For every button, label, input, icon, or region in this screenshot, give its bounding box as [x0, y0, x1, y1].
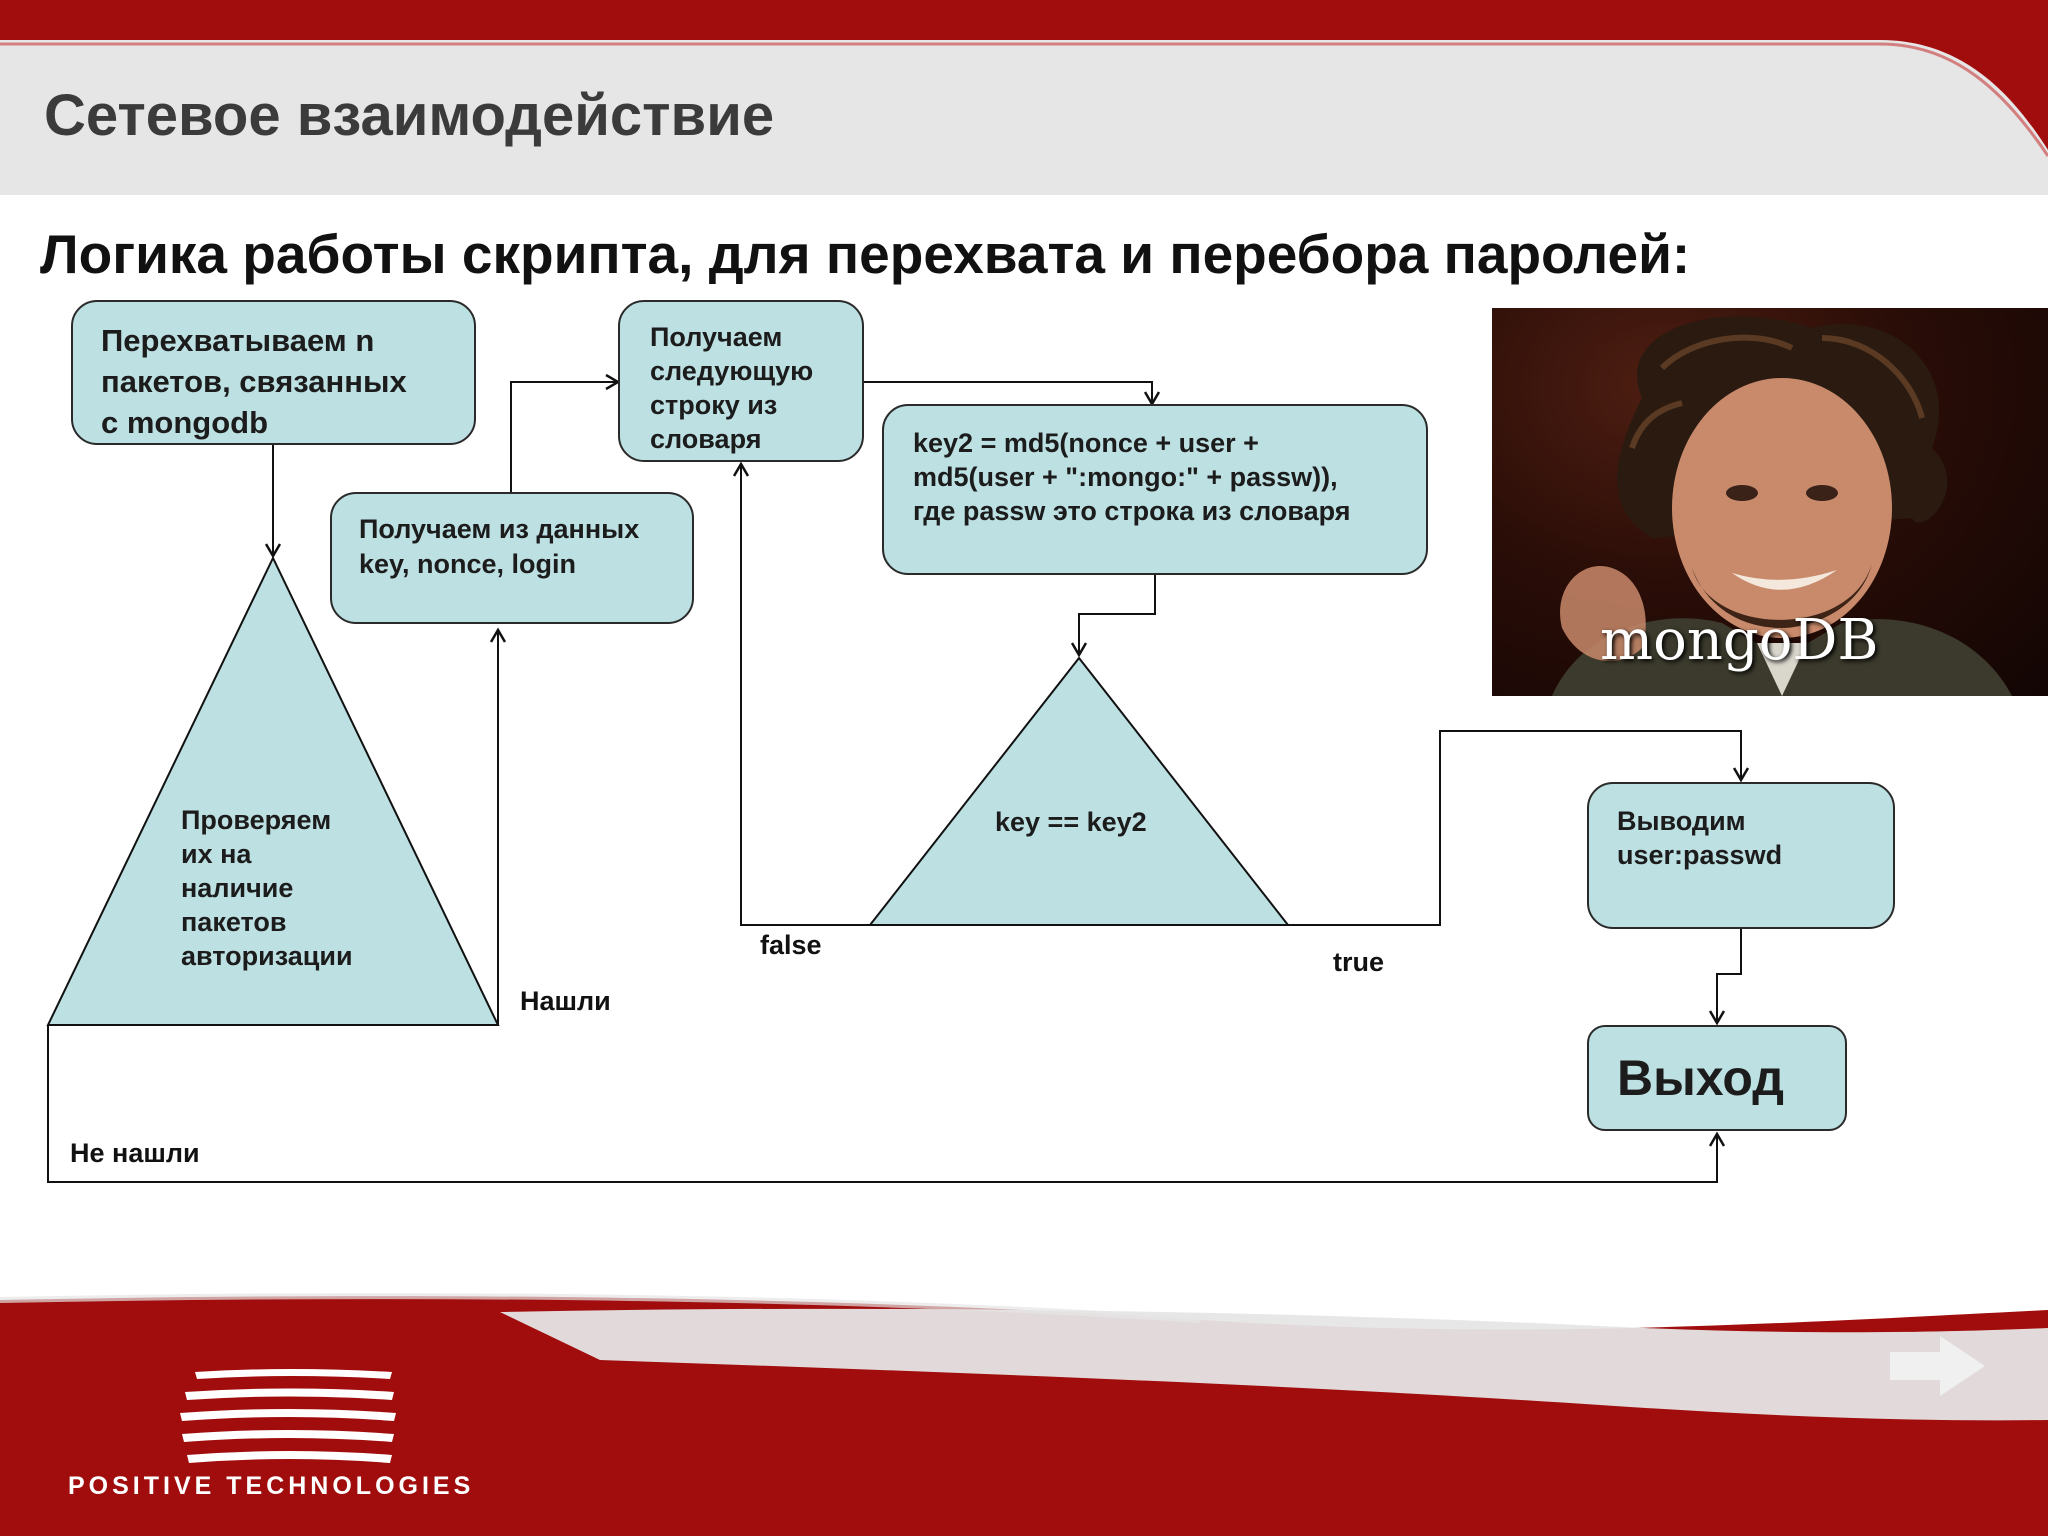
not-found-label: Не нашли [70, 1138, 200, 1168]
intercept-box-text: Перехватываем n пакетов, связанных с mon… [101, 323, 407, 440]
arrow-true-to-output [1288, 730, 1741, 926]
positive-technologies-logo-icon [180, 1369, 396, 1463]
compare-triangle-text: key == key2 [995, 807, 1147, 837]
slide-subtitle: Логика работы скрипта, для перехвата и п… [40, 223, 1691, 285]
photo-caption: mongoDB [1600, 608, 1879, 673]
hash-box-text: key2 = md5(nonce + user + md5(user + ":m… [913, 428, 1351, 526]
false-label: false [760, 930, 822, 960]
arrow-output-to-exit [1717, 929, 1742, 1023]
arrow-not-found-to-exit [47, 1025, 1717, 1183]
output-box: Выводим user:passwd [1587, 782, 1895, 929]
header-red-band [0, 0, 2048, 40]
company-logo-text: POSITIVE TECHNOLOGIES [68, 1472, 475, 1500]
extract-box: Получаем из данных key, nonce, login [330, 492, 694, 624]
exit-box: Выход [1587, 1025, 1847, 1131]
exit-box-text: Выход [1617, 1050, 1784, 1106]
next-slide-arrow-icon[interactable] [1890, 1336, 1985, 1396]
arrow-false-to-next-line [741, 464, 870, 926]
person-illustration [1552, 316, 2012, 696]
intercept-box: Перехватываем n пакетов, связанных с mon… [71, 300, 476, 445]
arrow-hash-to-compare [1079, 574, 1156, 655]
mongodb-meme-photo: mongoDB [1492, 308, 2048, 696]
header-gray-band [0, 40, 2048, 195]
page-title: Сетевое взаимодействие [44, 83, 775, 148]
check-triangle [46, 555, 500, 1026]
output-box-text: Выводим user:passwd [1617, 806, 1783, 870]
arrow-next-line-to-hash [862, 381, 1152, 404]
footer-gray-swoosh [500, 1308, 2048, 1421]
hash-box: key2 = md5(nonce + user + md5(user + ":m… [882, 404, 1428, 575]
next-line-box: Получаем следующую строку из словаря [618, 300, 864, 462]
true-label: true [1333, 947, 1385, 977]
check-triangle-text: Проверяем их на наличие пакетов авториза… [181, 805, 353, 971]
next-line-box-text: Получаем следующую строку из словаря [650, 322, 814, 454]
header-red-curve [1850, 0, 2048, 150]
arrow-extract-to-next-line [510, 382, 618, 492]
found-label: Нашли [520, 986, 611, 1016]
extract-box-text: Получаем из данных key, nonce, login [359, 514, 640, 579]
compare-triangle [867, 656, 1291, 926]
